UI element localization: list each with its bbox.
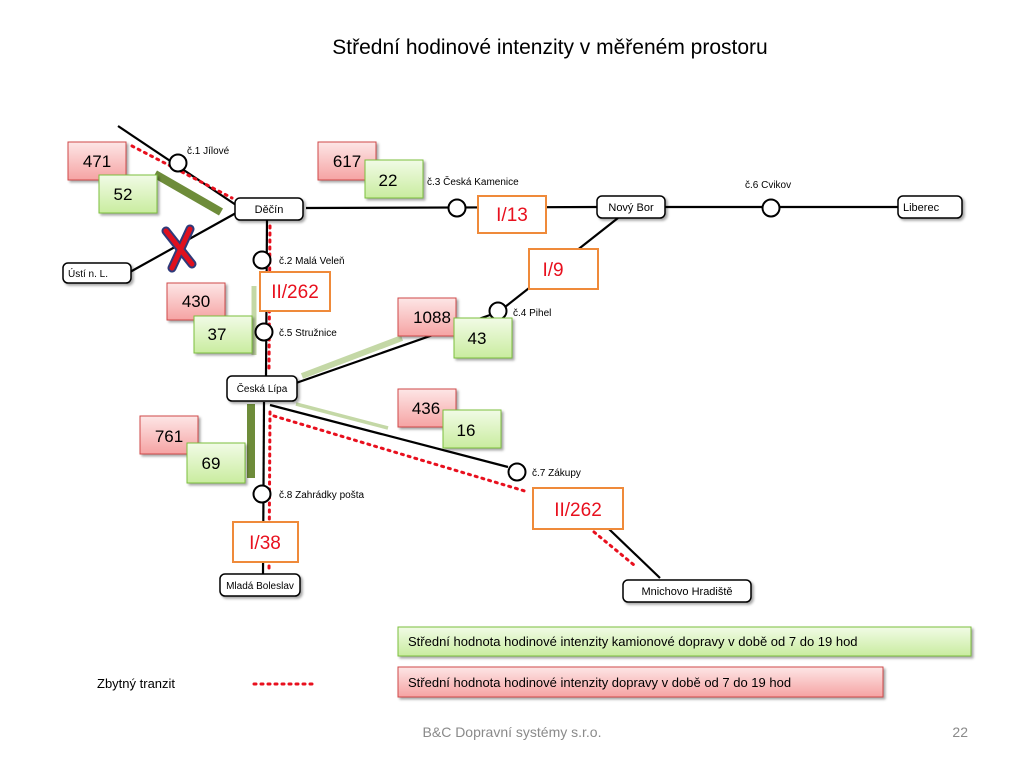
legend-total-text: Střední hodnota hodinové intenzity dopra…	[408, 675, 791, 690]
city-label-mlada-boleslav: Mladá Boleslav	[226, 581, 294, 592]
total-box-s4	[397, 297, 457, 337]
city-label-usti: Ústí n. L.	[68, 267, 108, 280]
station-label-7: č.7 Zákupy	[532, 468, 581, 479]
intensity-s5: 430 37	[166, 282, 253, 354]
city-mlada-boleslav: Mladá Boleslav	[219, 573, 301, 597]
city-decin: Děčín	[234, 197, 304, 221]
city-label-decin: Děčín	[255, 204, 284, 216]
total-value-s8: 761	[155, 427, 183, 446]
truck-box-s3	[364, 159, 424, 199]
intensity-s1: 471 52	[67, 141, 158, 214]
legend-total: Střední hodnota hodinové intenzity dopra…	[397, 666, 884, 698]
station-label-8: č.8 Zahrádky pošta	[279, 490, 364, 501]
road-label-i38: I/38	[249, 533, 281, 554]
truck-value-s4: 43	[468, 329, 487, 348]
truck-value-s7: 16	[457, 421, 476, 440]
city-usti: Ústí n. L.	[62, 262, 132, 284]
station-marker-1	[168, 153, 188, 173]
station-marker-5	[254, 322, 274, 342]
intensity-s8: 761 69	[139, 415, 246, 484]
slide-title: Střední hodinové intenzity v měřeném pro…	[332, 36, 768, 59]
road-label-i9: I/9	[542, 260, 563, 281]
station-label-5: č.5 Stružnice	[279, 328, 337, 339]
transit-ceskalipa-zakupy	[272, 414, 530, 494]
total-value-s7: 436	[412, 399, 440, 418]
total-value-s5: 430	[182, 292, 210, 311]
total-box-s1	[67, 141, 127, 181]
station-label-1: č.1 Jílové	[187, 146, 230, 157]
station-marker-6	[761, 198, 781, 218]
truck-box-s1	[98, 174, 158, 214]
station-markers	[168, 153, 781, 504]
city-liberec: Liberec	[897, 195, 963, 219]
total-value-s1: 471	[83, 152, 111, 171]
truck-value-s5: 37	[208, 325, 227, 344]
road-i13: I/13	[477, 195, 547, 234]
truck-box-s4	[453, 317, 513, 359]
intensity-s3: 617 22	[317, 141, 424, 199]
city-mnichovo-hradiste: Mnichovo Hradiště	[622, 579, 752, 603]
legend-trucks-text: Střední hodnota hodinové intenzity kamio…	[408, 634, 858, 649]
truck-bar-zakupy	[295, 402, 389, 430]
footer-company: B&C Dopravní systémy s.r.o.	[422, 724, 602, 740]
city-ceska-lipa: Česká Lípa	[226, 375, 298, 402]
transit-zakupy-mnichovo	[592, 530, 636, 567]
intensity-s4: 1088 43	[397, 297, 513, 359]
city-novy-bor: Nový Bor	[596, 195, 666, 219]
station-label-6: č.6 Cvikov	[745, 180, 791, 191]
truck-value-s1: 52	[114, 185, 133, 204]
legend-trucks: Střední hodnota hodinové intenzity kamio…	[397, 626, 972, 657]
truck-box-s5	[193, 315, 253, 354]
footer-page-number: 22	[952, 724, 968, 740]
transit-jilove-decin	[130, 144, 234, 200]
intensity-s7: 436 16	[397, 388, 502, 449]
legend-transit: Zbytný tranzit	[97, 676, 318, 691]
city-label-ceska-lipa: Česká Lípa	[237, 382, 288, 395]
road-i38: I/38	[232, 521, 299, 563]
city-label-novy-bor: Nový Bor	[608, 202, 654, 214]
road-ii262-north: II/262	[259, 271, 331, 312]
road-ceskalipa-zakupy	[269, 403, 509, 469]
truck-value-s8: 69	[202, 454, 221, 473]
station-marker-2	[252, 250, 272, 270]
truck-box-s8	[186, 442, 246, 484]
station-label-2: č.2 Malá Veleň	[279, 256, 345, 267]
blocked-x-icon	[161, 224, 197, 273]
road-ii262-south: II/262	[532, 487, 624, 530]
truck-bars	[153, 170, 404, 478]
legend-transit-text: Zbytný tranzit	[97, 676, 175, 691]
station-label-4: č.4 Pihel	[513, 308, 551, 319]
station-marker-3	[447, 198, 467, 218]
truck-bar-jilove	[153, 170, 223, 216]
truck-box-s7	[442, 409, 502, 449]
total-value-s3: 617	[333, 152, 361, 171]
city-label-mnichovo-hradiste: Mnichovo Hradiště	[641, 586, 732, 598]
total-box-s5	[166, 282, 226, 321]
truck-value-s3: 22	[379, 171, 398, 190]
legend: Střední hodnota hodinové intenzity kamio…	[97, 626, 972, 698]
station-marker-8	[252, 484, 272, 504]
road-label-ii262-south: II/262	[554, 500, 602, 521]
station-marker-7	[507, 462, 527, 482]
city-label-liberec: Liberec	[903, 202, 940, 214]
road-i9: I/9	[528, 248, 599, 290]
total-value-s4: 1088	[413, 308, 451, 327]
road-label-ii262-north: II/262	[271, 282, 319, 303]
road-label-i13: I/13	[496, 205, 528, 226]
station-marker-4	[488, 301, 508, 321]
truck-bar-pihel	[300, 335, 404, 379]
station-label-3: č.3 Česká Kamenice	[427, 175, 519, 188]
